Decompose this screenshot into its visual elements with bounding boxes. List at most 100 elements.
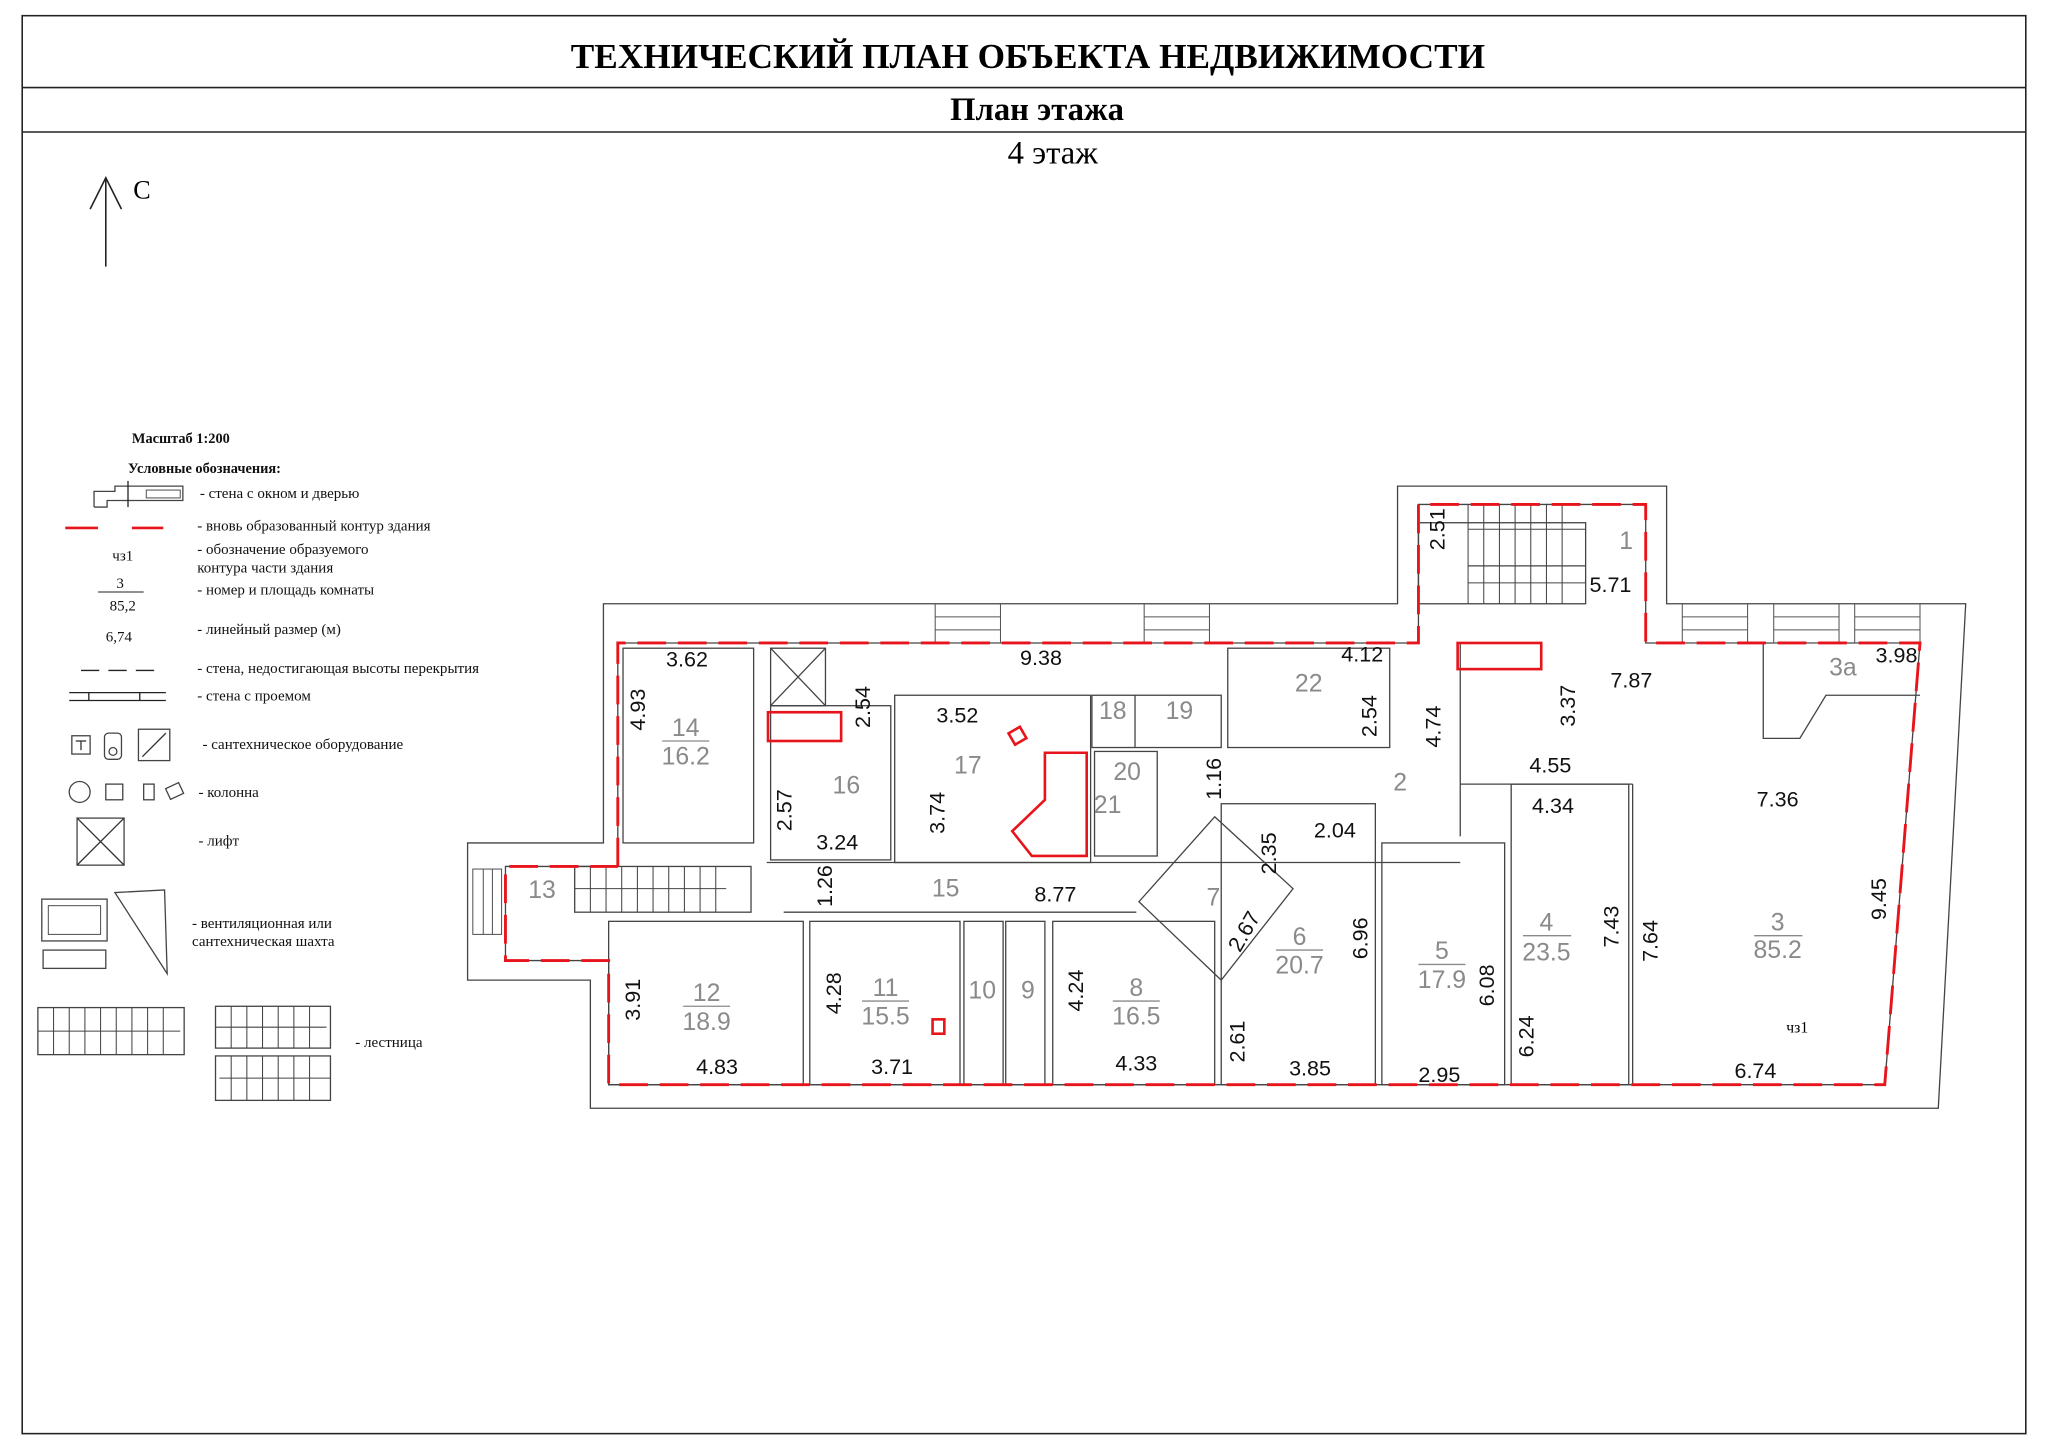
dimension-label: 4.55 <box>1529 752 1571 777</box>
legend-item: - номер и площадь комнаты <box>197 583 374 599</box>
legend-item: - колонна <box>199 785 260 801</box>
room-number: 19 <box>1166 698 1194 725</box>
dimension-label: 8.77 <box>1034 882 1076 907</box>
ventilation-shafts-highlighted <box>766 641 1543 1036</box>
staircase-steps <box>574 504 1586 913</box>
dimension-label: 5.71 <box>1589 572 1631 597</box>
dimension-label: 6.96 <box>1348 917 1373 959</box>
elevator-symbol-icon <box>76 817 125 866</box>
legend-item: - стена с окном и дверью <box>200 486 359 502</box>
scale-label: Масштаб 1:200 <box>132 431 230 447</box>
room-area: 16.5 <box>1112 1004 1160 1031</box>
dimension-label: 4.34 <box>1532 793 1574 818</box>
room-number: 14 <box>672 715 700 742</box>
room-number: 3 <box>1771 909 1785 936</box>
dimension-label: 3.52 <box>936 703 978 728</box>
legend-item: - стена с проемом <box>197 688 311 704</box>
room-number: 17 <box>954 753 982 780</box>
dimension-label: 3.37 <box>1555 685 1580 727</box>
dimension-label: 2.04 <box>1314 818 1356 843</box>
room-number: 12 <box>693 980 721 1007</box>
sheet-frame <box>21 14 2027 1435</box>
legend-item: контура части здания <box>197 560 333 576</box>
column-symbols-icon <box>68 780 185 804</box>
room-number: 13 <box>528 877 556 904</box>
north-label: С <box>133 176 150 205</box>
legend-item: - лифт <box>199 834 240 850</box>
legend-item: - вентиляционная или <box>192 916 332 932</box>
legend-sample-room-number: 3 <box>116 576 124 592</box>
dimension-label: 2.54 <box>1357 695 1382 737</box>
dimension-label: 1.16 <box>1201 758 1226 800</box>
room-labels: 1 2 3 85.2 3а 4 23.5 5 17.9 6 20.7 7 8 1… <box>528 528 1857 1036</box>
room-number: 11 <box>873 975 899 1002</box>
room-area: 16.2 <box>662 744 710 771</box>
room-number: 2 <box>1393 770 1407 797</box>
legend-item: - вновь образованный контур здания <box>197 519 430 535</box>
dimension-label: 6.74 <box>1734 1058 1776 1083</box>
plan-subtitle: План этажа <box>950 92 1124 128</box>
page-title: ТЕХНИЧЕСКИЙ ПЛАН ОБЪЕКТА НЕДВИЖИМОСТИ <box>571 37 1485 76</box>
wall-opening-symbol-icon <box>69 691 166 702</box>
room-number: 9 <box>1021 977 1035 1004</box>
dimension-label: 3.98 <box>1876 643 1918 668</box>
room-number: 7 <box>1206 885 1220 912</box>
legend-item: - линейный размер (м) <box>197 622 341 638</box>
dimension-label: 7.64 <box>1637 920 1662 962</box>
dimension-label: 9.38 <box>1020 645 1062 670</box>
room-number: 8 <box>1129 975 1143 1002</box>
room-number: 18 <box>1099 698 1127 725</box>
plumbing-fixtures-icon <box>71 728 171 762</box>
dimension-label: 4.93 <box>625 689 650 731</box>
legend-item: сантехническая шахта <box>192 934 335 950</box>
legend-sample-room-area: 85,2 <box>110 598 136 614</box>
floor-label: 4 этаж <box>1008 135 1099 171</box>
dimension-labels: 3.62 4.93 2.54 9.38 4.12 2.51 5.71 3.52 … <box>620 508 1917 1087</box>
room-number: 6 <box>1293 924 1307 951</box>
dimension-label: 7.36 <box>1757 786 1799 811</box>
room-area: 23.5 <box>1522 940 1570 967</box>
room-area: 18.9 <box>682 1009 730 1036</box>
dimension-label: 2.54 <box>850 686 875 728</box>
dimension-label: 2.35 <box>1256 832 1281 874</box>
wall-window-door-symbol-icon <box>93 480 184 508</box>
dimension-label: 6.08 <box>1474 964 1499 1006</box>
legend-heading: Условные обозначения: <box>128 461 281 477</box>
room-number: 22 <box>1295 670 1323 697</box>
legend-item: - сантехническое оборудование <box>202 737 403 753</box>
dimension-label: 1.26 <box>812 865 837 907</box>
legend-item: - лестница <box>355 1035 423 1051</box>
dimension-label: 6.24 <box>1513 1015 1538 1057</box>
dimension-label: 2.57 <box>772 789 797 831</box>
room-area: 17.9 <box>1418 967 1466 994</box>
dimension-label: 2.95 <box>1418 1062 1460 1087</box>
legend-sample-dimension: 6,74 <box>106 630 133 646</box>
dimension-label: 3.71 <box>871 1054 913 1079</box>
dimension-label: 3.91 <box>620 979 645 1021</box>
room-number: 16 <box>833 772 861 799</box>
dimension-label: 7.43 <box>1598 906 1623 948</box>
room-number: 5 <box>1435 938 1449 965</box>
room-area: 20.7 <box>1275 953 1323 980</box>
dimension-label: 4.74 <box>1421 706 1446 748</box>
floor-plan: 1 2 3 85.2 3а 4 23.5 5 17.9 6 20.7 7 8 1… <box>466 485 1967 1109</box>
dimension-label: 4.28 <box>821 972 846 1014</box>
dimension-label: 9.45 <box>1866 878 1891 920</box>
dimension-label: 7.87 <box>1610 667 1652 692</box>
room-number: 1 <box>1619 528 1633 555</box>
room-number: 3а <box>1829 655 1857 682</box>
legend-sample-part: чз1 <box>112 549 133 565</box>
outer-wall <box>466 485 1967 1109</box>
ventilation-shaft-symbol-icon <box>41 889 168 976</box>
room-number: 20 <box>1113 759 1141 786</box>
dimension-label: 4.33 <box>1115 1050 1157 1075</box>
north-arrow-icon <box>89 175 123 267</box>
room-number: 21 <box>1094 792 1122 819</box>
dimension-label: 4.12 <box>1341 641 1383 666</box>
dimension-label: 4.24 <box>1063 970 1088 1012</box>
dimension-label: 3.24 <box>816 829 858 854</box>
legend-item: - стена, недостигающая высоты перекрытия <box>197 661 479 677</box>
room-number: 4 <box>1540 909 1554 936</box>
part-label: чз1 <box>1786 1019 1808 1036</box>
